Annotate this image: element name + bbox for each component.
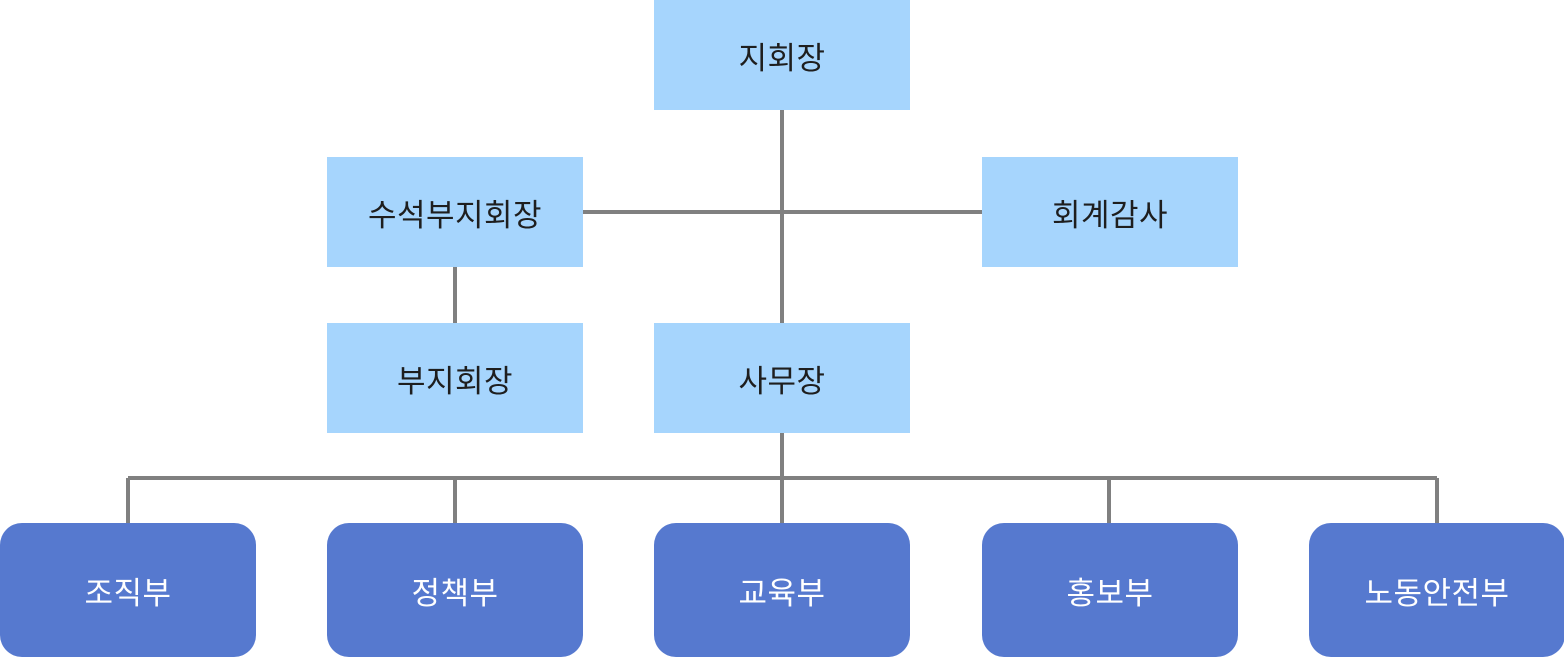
node-audit: 회계감사 bbox=[982, 157, 1238, 267]
node-department-label: 조직부 bbox=[84, 575, 172, 612]
node-vice-chair-label: 부지회장 bbox=[396, 363, 514, 400]
node-chair: 지회장 bbox=[654, 0, 910, 110]
node-audit-label: 회계감사 bbox=[1051, 197, 1169, 234]
node-secretary-general-label: 사무장 bbox=[738, 363, 826, 400]
node-department-label: 교육부 bbox=[738, 575, 826, 612]
node-department: 노동안전부 bbox=[1309, 523, 1564, 657]
node-department: 홍보부 bbox=[982, 523, 1238, 657]
node-senior-vice-chair: 수석부지회장 bbox=[327, 157, 583, 267]
node-department: 정책부 bbox=[327, 523, 583, 657]
node-department: 교육부 bbox=[654, 523, 910, 657]
node-senior-vice-chair-label: 수석부지회장 bbox=[367, 197, 543, 234]
node-department-label: 홍보부 bbox=[1066, 575, 1154, 612]
node-department: 조직부 bbox=[0, 523, 256, 657]
node-department-label: 노동안전부 bbox=[1364, 575, 1510, 612]
node-department-label: 정책부 bbox=[411, 575, 499, 612]
node-chair-label: 지회장 bbox=[738, 40, 826, 77]
node-secretary-general: 사무장 bbox=[654, 323, 910, 433]
node-vice-chair: 부지회장 bbox=[327, 323, 583, 433]
